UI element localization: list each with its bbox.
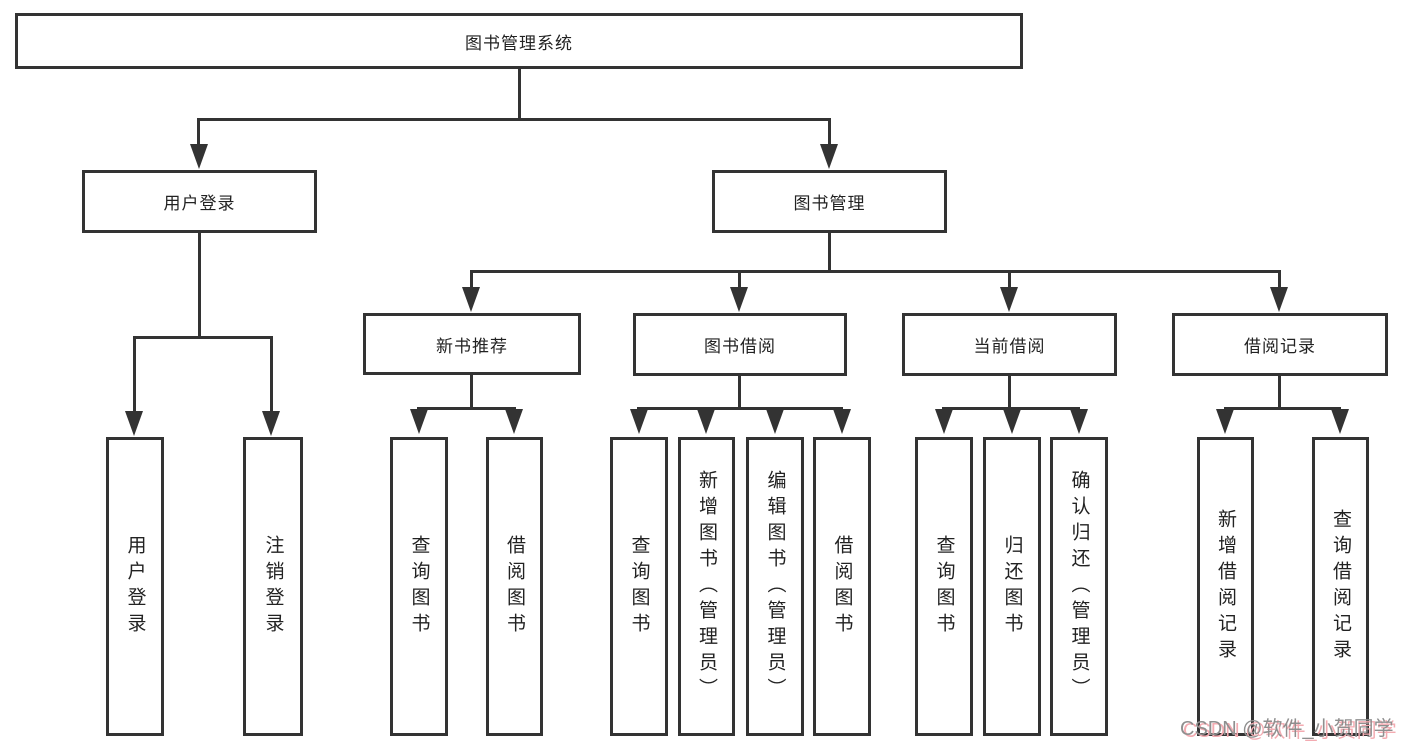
connector-vline — [197, 118, 200, 147]
leaf-add-book-admin: 新增图书（管理员） — [678, 437, 735, 736]
connector-vline — [828, 118, 831, 147]
arrow-down-icon — [262, 411, 280, 436]
leaf-query-borrow-record: 查询借阅记录 — [1312, 437, 1369, 736]
arrow-down-icon — [1216, 409, 1234, 434]
leaf-label: 查询图书 — [408, 534, 430, 639]
arrow-down-icon — [190, 144, 208, 169]
arrow-down-icon — [1270, 287, 1288, 312]
connector-hline — [637, 407, 843, 410]
connector-vline — [738, 376, 741, 410]
leaf-label: 借阅图书 — [831, 534, 853, 639]
connector-vline — [133, 336, 136, 413]
csdn-watermark: CSDN @软件_小贺同学 — [1180, 718, 1394, 740]
connector-hline — [133, 336, 273, 339]
leaf-label: 借阅图书 — [504, 534, 525, 639]
leaf-label: 编辑图书（管理员） — [764, 469, 786, 704]
leaf-logout: 注销登录 — [243, 437, 303, 736]
arrow-down-icon — [833, 409, 851, 434]
connector-hline — [417, 407, 516, 410]
connector-vline — [1008, 270, 1011, 289]
arrow-down-icon — [1070, 409, 1088, 434]
node-book-borrow: 图书借阅 — [633, 313, 847, 376]
leaf-query-books-recommend: 查询图书 — [390, 437, 448, 736]
connector-hline — [470, 270, 1281, 273]
connector-vline — [470, 270, 473, 289]
connector-hline — [942, 407, 1080, 410]
leaf-label: 查询图书 — [933, 534, 955, 639]
leaf-query-books-current: 查询图书 — [915, 437, 973, 736]
leaf-label: 归还图书 — [1001, 534, 1023, 639]
arrow-down-icon — [1000, 287, 1018, 312]
arrow-down-icon — [697, 409, 715, 434]
leaf-return-book: 归还图书 — [983, 437, 1041, 736]
arrow-down-icon — [820, 144, 838, 169]
arrow-down-icon — [1331, 409, 1349, 434]
leaf-label: 新增图书（管理员） — [696, 469, 717, 704]
arrow-down-icon — [1003, 409, 1021, 434]
arrow-down-icon — [505, 409, 523, 434]
leaf-label: 查询图书 — [628, 534, 650, 639]
leaf-edit-book-admin: 编辑图书（管理员） — [746, 437, 804, 736]
node-new-book-recommend: 新书推荐 — [363, 313, 581, 375]
leaf-add-borrow-record: 新增借阅记录 — [1197, 437, 1254, 736]
arrow-down-icon — [462, 287, 480, 312]
arrow-down-icon — [630, 409, 648, 434]
connector-vline — [470, 375, 473, 410]
leaf-user-login: 用户登录 — [106, 437, 164, 736]
leaf-label: 注销登录 — [262, 534, 284, 639]
connector-hline — [197, 118, 831, 121]
leaf-confirm-return-admin: 确认归还（管理员） — [1050, 437, 1108, 736]
arrow-down-icon — [935, 409, 953, 434]
connector-vline — [518, 69, 521, 121]
connector-hline — [1224, 407, 1341, 410]
arrow-down-icon — [730, 287, 748, 312]
node-user-login: 用户登录 — [82, 170, 317, 233]
connector-vline — [828, 233, 831, 273]
connector-vline — [738, 270, 741, 289]
leaf-borrow-books-recommend: 借阅图书 — [486, 437, 543, 736]
leaf-label: 确认归还（管理员） — [1068, 469, 1090, 704]
arrow-down-icon — [766, 409, 784, 434]
leaf-label: 查询借阅记录 — [1330, 508, 1351, 665]
node-library-system: 图书管理系统 — [15, 13, 1023, 69]
connector-vline — [1278, 376, 1281, 410]
connector-vline — [270, 336, 273, 413]
connector-vline — [1008, 376, 1011, 410]
leaf-label: 新增借阅记录 — [1215, 508, 1236, 665]
connector-vline — [1278, 270, 1281, 289]
leaf-label: 用户登录 — [124, 534, 146, 639]
connector-vline — [198, 233, 201, 339]
leaf-query-books-borrow: 查询图书 — [610, 437, 668, 736]
node-borrow-records: 借阅记录 — [1172, 313, 1388, 376]
arrow-down-icon — [125, 411, 143, 436]
node-book-management: 图书管理 — [712, 170, 947, 233]
leaf-borrow-books: 借阅图书 — [813, 437, 871, 736]
arrow-down-icon — [410, 409, 428, 434]
node-current-borrow: 当前借阅 — [902, 313, 1117, 376]
